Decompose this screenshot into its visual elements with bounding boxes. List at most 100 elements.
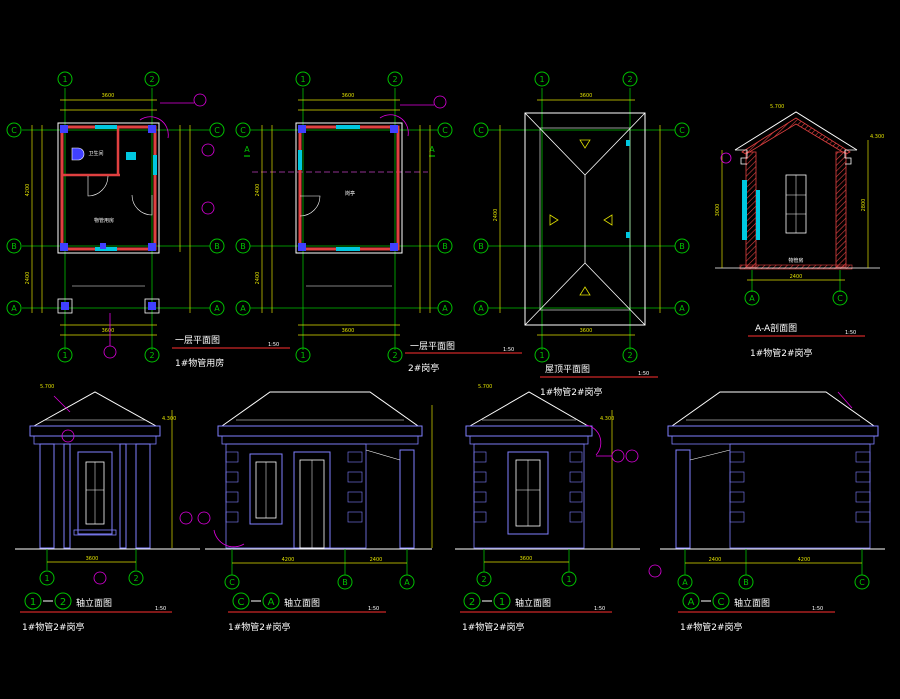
plan2-wall-fill <box>298 125 400 251</box>
axis-bubble: A <box>399 574 415 590</box>
room-label: 卫生间 <box>88 150 103 157</box>
axis-bubble-1-bottom: 1 <box>57 347 73 363</box>
axis-label: 1 <box>62 351 67 360</box>
section-callouts <box>720 152 732 164</box>
section-roof <box>734 111 858 151</box>
axis-label: 2 <box>481 575 486 584</box>
plan2-columns <box>298 125 398 251</box>
axis-bubble: 2 <box>128 570 144 586</box>
axis-bubble-2-top: 2 <box>144 71 160 87</box>
plan1-wall-fill <box>60 125 157 251</box>
room-label: 物管用房 <box>94 217 114 224</box>
axis-label: C <box>240 126 246 135</box>
elevation-quoins <box>729 451 871 523</box>
elevation-1-2: 1 2 3600 5.700 4.300 1 2 轴立面图 1:50 1#物管2… <box>15 384 200 633</box>
axis-label: 2 <box>149 75 154 84</box>
elevation-callouts <box>179 511 245 548</box>
elevation-callouts <box>53 395 107 585</box>
room-label: 物管房 <box>788 257 803 264</box>
room-label: 岗亭 <box>345 190 355 197</box>
roof-dimension-lines <box>499 99 661 336</box>
dimension-text: 4200 <box>25 184 31 197</box>
title-axis-b: 2 <box>60 597 66 608</box>
axis-bubble-C-right: C <box>674 122 690 138</box>
dimension-text: 2400 <box>255 272 261 285</box>
elevation-columns <box>39 443 151 549</box>
title-suffix: 轴立面图 <box>284 597 320 609</box>
section-mark: A <box>244 145 250 154</box>
title-axis-a: 2 <box>469 597 475 608</box>
elevation-text: 4.300 <box>600 416 614 422</box>
roof-outline <box>524 112 646 326</box>
drawing-scale: 1:50 <box>268 342 279 348</box>
axis-bubble-1-top: 1 <box>534 71 550 87</box>
roof-axis-lines <box>488 88 675 350</box>
axis-label: C <box>442 126 448 135</box>
elevation-text: 5.700 <box>40 384 54 390</box>
drawing-title: A-A剖面图 <box>755 322 797 334</box>
section-mark: A <box>429 145 435 154</box>
axis-label: 1 <box>62 75 67 84</box>
drawing-title: 一层平面图 <box>175 335 220 346</box>
axis-label: 1 <box>300 75 305 84</box>
title-axis-b: A <box>268 597 275 608</box>
section-axis-lines <box>751 270 841 292</box>
section-dimension-lines <box>721 140 869 281</box>
axis-bubble-C: C <box>832 290 848 306</box>
elevation-title: C A 轴立面图 <box>232 592 320 610</box>
axis-label: 1 <box>539 75 544 84</box>
elevation-roof <box>220 391 420 427</box>
axis-bubble-1-bottom: 1 <box>295 347 311 363</box>
axis-label: 2 <box>627 75 632 84</box>
drawing-title: 一层平面图 <box>410 341 455 352</box>
plan-1: 1 2 1 2 C B A C B A 3600 3600 4200 2400 <box>6 71 290 369</box>
axis-bubble-2-bottom: 2 <box>387 347 403 363</box>
elevation-title: 2 1 轴立面图 <box>463 592 551 610</box>
dimension-text: 2400 <box>493 209 499 222</box>
axis-bubble-C-left: C <box>235 122 251 138</box>
section-a-a: A C 物管房 5.700 4.300 3000 2800 2400 <box>715 104 884 359</box>
dimension-text: 3600 <box>580 328 593 334</box>
axis-bubble: 2 <box>476 571 492 587</box>
drawing-subtitle: 1#物管2#岗亭 <box>228 621 291 633</box>
axis-bubble: 1 <box>39 570 55 586</box>
axis-label: 2 <box>133 574 138 583</box>
dimension-text: 3600 <box>102 93 115 99</box>
axis-label: A <box>682 578 688 587</box>
axis-label: A <box>240 304 246 313</box>
axis-bubble: A <box>677 574 693 590</box>
drawing-subtitle: 1#物管2#岗亭 <box>750 347 813 359</box>
axis-label: 1 <box>566 575 571 584</box>
title-axis-a: 1 <box>30 597 36 608</box>
axis-bubble: C <box>854 574 870 590</box>
drawing-scale: 1:50 <box>594 606 605 612</box>
drawing-scale: 1:50 <box>503 347 514 353</box>
elevation-quoins <box>225 451 363 523</box>
dimension-text: 3600 <box>342 93 355 99</box>
plan2-callouts <box>379 95 447 137</box>
axis-label: 1 <box>44 574 49 583</box>
axis-bubble-B-left: B <box>235 238 251 254</box>
drawing-subtitle: 1#物管2#岗亭 <box>22 621 85 633</box>
elevation-title: 1 2 轴立面图 <box>24 592 112 610</box>
axis-bubble-1-bottom: 1 <box>534 347 550 363</box>
axis-bubble: B <box>337 574 353 590</box>
axis-bubble-A-left: A <box>235 300 251 316</box>
title-suffix: 轴立面图 <box>515 597 551 609</box>
axis-bubble-2-top: 2 <box>387 71 403 87</box>
axis-label: B <box>342 578 348 587</box>
axis-bubble-2-bottom: 2 <box>622 347 638 363</box>
roof-plan: 1 2 1 2 C B A C B A 3600 3600 2400 <box>473 71 690 398</box>
elevation-callouts <box>585 424 639 463</box>
dimension-text: 3600 <box>102 328 115 334</box>
drawing-subtitle: 1#物管用房 <box>175 357 224 369</box>
drawing-scale: 1:50 <box>155 606 166 612</box>
axis-bubble-A-left: A <box>6 300 22 316</box>
title-axis-b: 1 <box>499 597 505 608</box>
elevation-2-1: 2 1 3600 5.700 4.300 2 1 轴立面图 1:50 1#物管2… <box>455 384 640 633</box>
axis-bubble-C-left: C <box>473 122 489 138</box>
drawing-scale: 1:50 <box>638 371 649 377</box>
plan1-window-right <box>153 155 157 175</box>
elevation-quoins <box>473 451 583 523</box>
